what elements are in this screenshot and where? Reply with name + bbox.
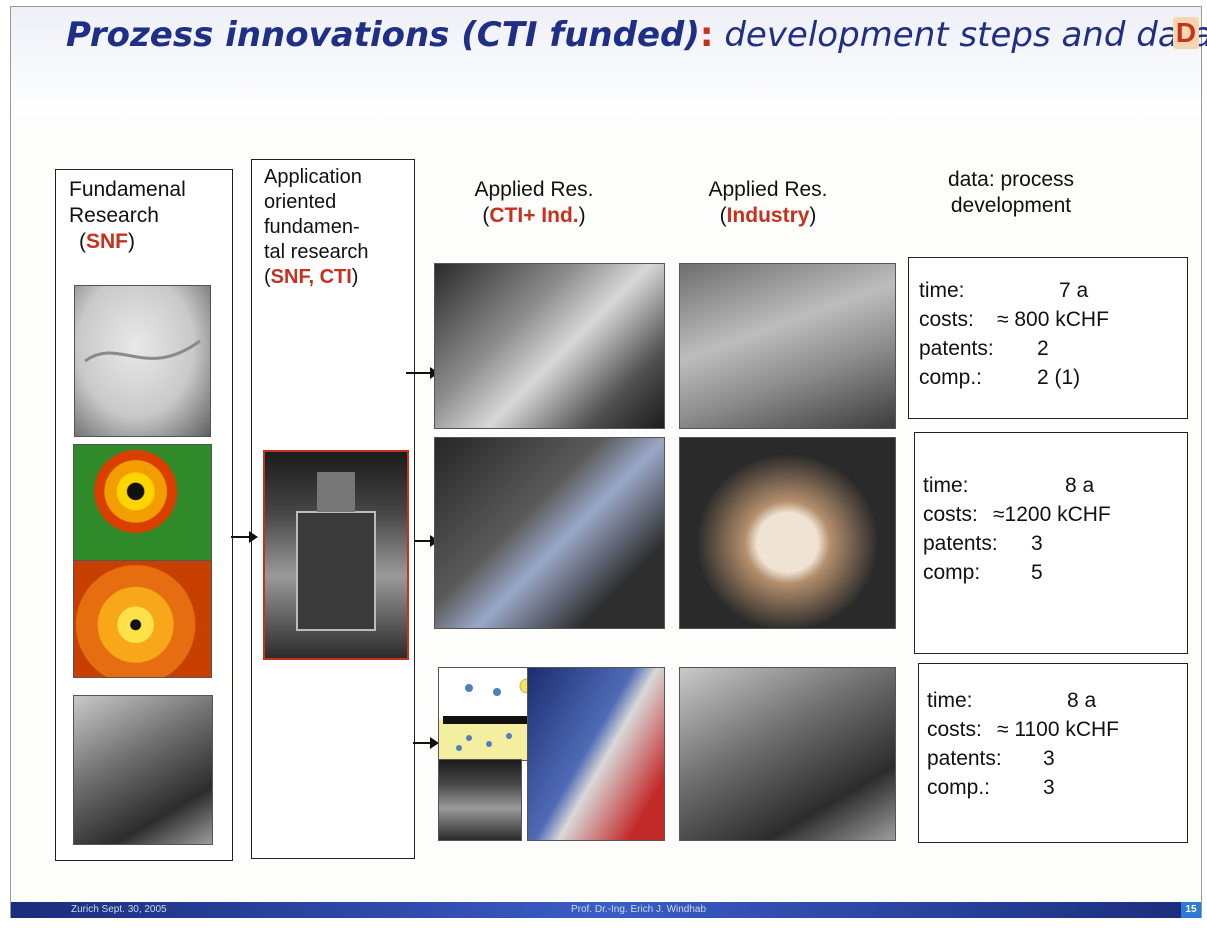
header-application: Application oriented fundamen- tal resea… — [264, 165, 369, 290]
header-applied-industry: Applied Res. (Industry) — [693, 177, 843, 229]
data-box-comp: comp.:3 — [927, 776, 1055, 799]
image-industrial-extruder — [679, 667, 896, 841]
data-box-time: time:8 a — [927, 689, 1097, 712]
data-box-comp: comp:5 — [923, 561, 1043, 584]
header-fundamental-line1: Fundamenal — [69, 178, 186, 201]
header-applied-cti-funder: (CTI+ Ind.) — [482, 204, 586, 227]
data-box-patents: patents:2 — [919, 337, 1049, 360]
data-box-costs: costs:≈1200 kCHF — [923, 503, 1111, 526]
header-data-line1: data: process — [947, 168, 1075, 191]
data-box-comp: comp.:2 (1) — [919, 366, 1081, 389]
header-data: data: process development — [911, 167, 1111, 219]
data-box-costs: costs:≈ 800 kCHF — [919, 308, 1109, 331]
header-applied-cti: Applied Res. (CTI+ Ind.) — [459, 177, 609, 229]
header-fundamental-line2: Research — [69, 204, 159, 227]
data-box-patents: patents:3 — [927, 747, 1055, 770]
arrow-to-application — [231, 531, 258, 543]
header-application-line1: Application — [264, 166, 362, 188]
header-fundamental-funder: (SNF) — [79, 230, 135, 253]
image-industrial-plant-1 — [679, 263, 896, 429]
header-data-line2: development — [950, 194, 1072, 217]
footer-left: Zurich Sept. 30, 2005 — [71, 904, 167, 915]
arrow-row-3 — [413, 737, 439, 749]
data-box-3: time:8 a costs:≈ 1100 kCHF patents:3 com… — [918, 663, 1188, 843]
slide: Prozess innovations (CTI funded): develo… — [10, 6, 1207, 918]
header-application-line2: oriented — [264, 191, 337, 213]
title-part-2: development steps and data — [724, 15, 1207, 55]
footer-bar: Zurich Sept. 30, 2005 Prof. Dr.-Ing. Eri… — [11, 902, 1201, 918]
image-heatmap-2 — [73, 560, 212, 678]
header-application-funder: (SNF, CTI) — [264, 266, 359, 288]
header-applied-industry-funder: (Industry) — [719, 204, 817, 227]
header-applied-industry-line1: Applied Res. — [708, 178, 828, 201]
image-pilot-plant-2 — [434, 437, 665, 629]
image-heatmap-1 — [73, 444, 212, 562]
arrow-row-1 — [406, 367, 439, 379]
header-fundamental: Fundamenal Research (SNF) — [69, 177, 186, 255]
image-pilot-plant-3 — [527, 667, 665, 841]
image-pump-closeup — [438, 759, 522, 841]
footer-center: Prof. Dr.-Ing. Erich J. Windhab — [571, 904, 707, 915]
logo-icon: D — [1173, 17, 1199, 49]
header-application-line4: tal research — [264, 241, 369, 263]
data-box-costs: costs:≈ 1100 kCHF — [927, 718, 1120, 741]
data-box-time: time:8 a — [923, 474, 1095, 497]
image-apparatus-grayscale — [73, 695, 213, 845]
page-number: 15 — [1181, 902, 1201, 918]
header-applied-cti-line1: Applied Res. — [474, 178, 594, 201]
title-band — [11, 7, 1201, 115]
arrow-row-2 — [414, 535, 439, 547]
data-box-time: time:7 a — [919, 279, 1089, 302]
title-part-1: Prozess innovations (CTI funded) — [66, 15, 700, 55]
data-box-2: time:8 a costs:≈1200 kCHF patents:3 comp… — [914, 432, 1188, 654]
header-application-line3: fundamen- — [264, 216, 360, 238]
image-reactor-vessel — [263, 450, 409, 660]
slide-title: Prozess innovations (CTI funded): develo… — [66, 15, 1207, 55]
image-industrial-plant-2 — [679, 437, 896, 629]
title-separator: : — [699, 15, 714, 55]
data-box-patents: patents:3 — [923, 532, 1043, 555]
image-flow-grayscale — [74, 285, 211, 437]
data-box-1: time:7 a costs:≈ 800 kCHF patents:2 comp… — [908, 257, 1188, 419]
image-pilot-plant-1 — [434, 263, 665, 429]
